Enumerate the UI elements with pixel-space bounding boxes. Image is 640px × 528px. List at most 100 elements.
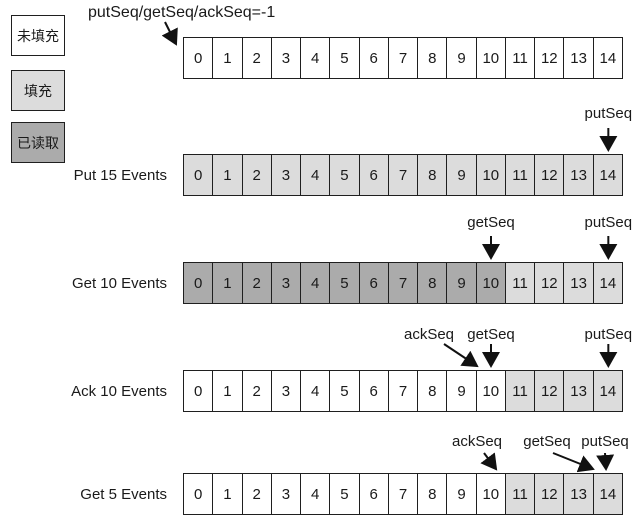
buffer-cell: 5: [329, 262, 360, 304]
initial-seq-annotation: putSeq/getSeq/ackSeq=-1: [88, 4, 276, 21]
buffer-cell: 7: [387, 473, 419, 515]
buffer-cell: 0: [183, 154, 214, 196]
buffer-cell: 4: [300, 370, 331, 412]
buffer-cell: 9: [446, 473, 477, 515]
row-label: Get 10 Events: [71, 274, 167, 292]
buffer-cell: 11: [504, 37, 536, 79]
buffer-cell: 12: [534, 473, 565, 515]
buffer-cell: 7: [387, 154, 419, 196]
buffer-cell: 3: [270, 370, 302, 412]
ackSeq-pointer-arrow: [443, 343, 479, 368]
buffer-cell: 12: [534, 370, 565, 412]
buffer-cell: 1: [212, 473, 243, 515]
buffer-cell: 6: [358, 473, 389, 515]
buffer-cell: 14: [592, 370, 623, 412]
buffer-cell: 8: [417, 262, 448, 304]
buffer-cell: 0: [183, 370, 214, 412]
buffer-cell: 12: [534, 262, 565, 304]
putSeq-pointer-label: putSeq: [584, 105, 633, 122]
buffer-cell: 8: [417, 37, 448, 79]
buffer-cell: 8: [417, 154, 448, 196]
putSeq-pointer-arrow: [596, 452, 615, 471]
row-label: Put 15 Events: [73, 166, 167, 184]
buffer-cell: 7: [387, 262, 419, 304]
buffer-cell: 10: [475, 154, 506, 196]
buffer-cell: 1: [212, 262, 243, 304]
buffer-cell: 9: [446, 154, 477, 196]
buffer-cell: 6: [358, 370, 389, 412]
buffer-cell: 14: [592, 37, 623, 79]
buffer-cell: 2: [241, 37, 272, 79]
row-label: Get 5 Events: [80, 485, 167, 503]
buffer-cell: 3: [270, 262, 302, 304]
buffer-cell: 13: [563, 154, 594, 196]
legend-item-read: 已读取: [11, 122, 65, 163]
buffer-cell: 11: [504, 154, 536, 196]
buffer-cell: 14: [592, 154, 623, 196]
buffer-cell: 13: [563, 370, 594, 412]
ackSeq-pointer-label: ackSeq: [451, 433, 503, 450]
buffer-cell: 0: [183, 473, 214, 515]
putSeq-pointer-label: putSeq: [584, 326, 633, 343]
buffer-cell: 10: [475, 473, 506, 515]
row-label: Ack 10 Events: [71, 382, 167, 400]
buffer-cell: 2: [241, 154, 272, 196]
getSeq-pointer-arrow: [552, 452, 595, 473]
buffer-cell: 4: [300, 154, 331, 196]
buffer-cell: 2: [241, 473, 272, 515]
buffer-cell: 13: [563, 473, 594, 515]
buffer-cell: 0: [183, 37, 214, 79]
buffer-cell: 5: [329, 473, 360, 515]
ackSeq-pointer-label: ackSeq: [403, 326, 455, 343]
buffer-cell: 4: [300, 37, 331, 79]
buffer-cell: 5: [329, 370, 360, 412]
buffer-cell: 11: [504, 262, 536, 304]
buffer-cell: 10: [475, 262, 506, 304]
buffer-cell: 11: [504, 370, 536, 412]
buffer-cell: 2: [241, 370, 272, 412]
putSeq-pointer-label: putSeq: [584, 214, 633, 231]
getSeq-pointer-label: getSeq: [467, 326, 515, 343]
buffer-cell: 4: [300, 473, 331, 515]
buffer-cell: 12: [534, 154, 565, 196]
buffer-cell: 8: [417, 473, 448, 515]
buffer-cell: 5: [329, 154, 360, 196]
legend-item-empty: 未填充: [11, 15, 65, 56]
buffer-cell: 3: [270, 154, 302, 196]
buffer-cell: 3: [270, 37, 302, 79]
buffer-cell: 8: [417, 370, 448, 412]
buffer-cell: 10: [475, 37, 506, 79]
buffer-cell: 7: [387, 37, 419, 79]
getSeq-pointer-label: getSeq: [523, 433, 571, 450]
buffer-cell: 9: [446, 262, 477, 304]
putSeq-pointer-label: putSeq: [581, 433, 629, 450]
buffer-cell: 13: [563, 37, 594, 79]
buffer-cell: 1: [212, 370, 243, 412]
buffer-cell: 12: [534, 37, 565, 79]
buffer-cell: 3: [270, 473, 302, 515]
buffer-cell: 13: [563, 262, 594, 304]
buffer-cell: 10: [475, 370, 506, 412]
buffer-cell: 4: [300, 262, 331, 304]
buffer-cell: 6: [358, 262, 389, 304]
buffer-cell: 14: [592, 473, 623, 515]
buffer-cell: 9: [446, 370, 477, 412]
buffer-cell: 1: [212, 154, 243, 196]
buffer-cell: 2: [241, 262, 272, 304]
buffer-cell: 6: [358, 37, 389, 79]
buffer-cell: 5: [329, 37, 360, 79]
buffer-cell: 1: [212, 37, 243, 79]
ackSeq-pointer-arrow: [480, 452, 498, 471]
legend-item-filled: 填充: [11, 70, 65, 111]
buffer-cell: 9: [446, 37, 477, 79]
buffer-cell: 0: [183, 262, 214, 304]
getSeq-pointer-label: getSeq: [467, 214, 515, 231]
buffer-cell: 7: [387, 370, 419, 412]
initial-seq-arrow: [161, 21, 178, 46]
